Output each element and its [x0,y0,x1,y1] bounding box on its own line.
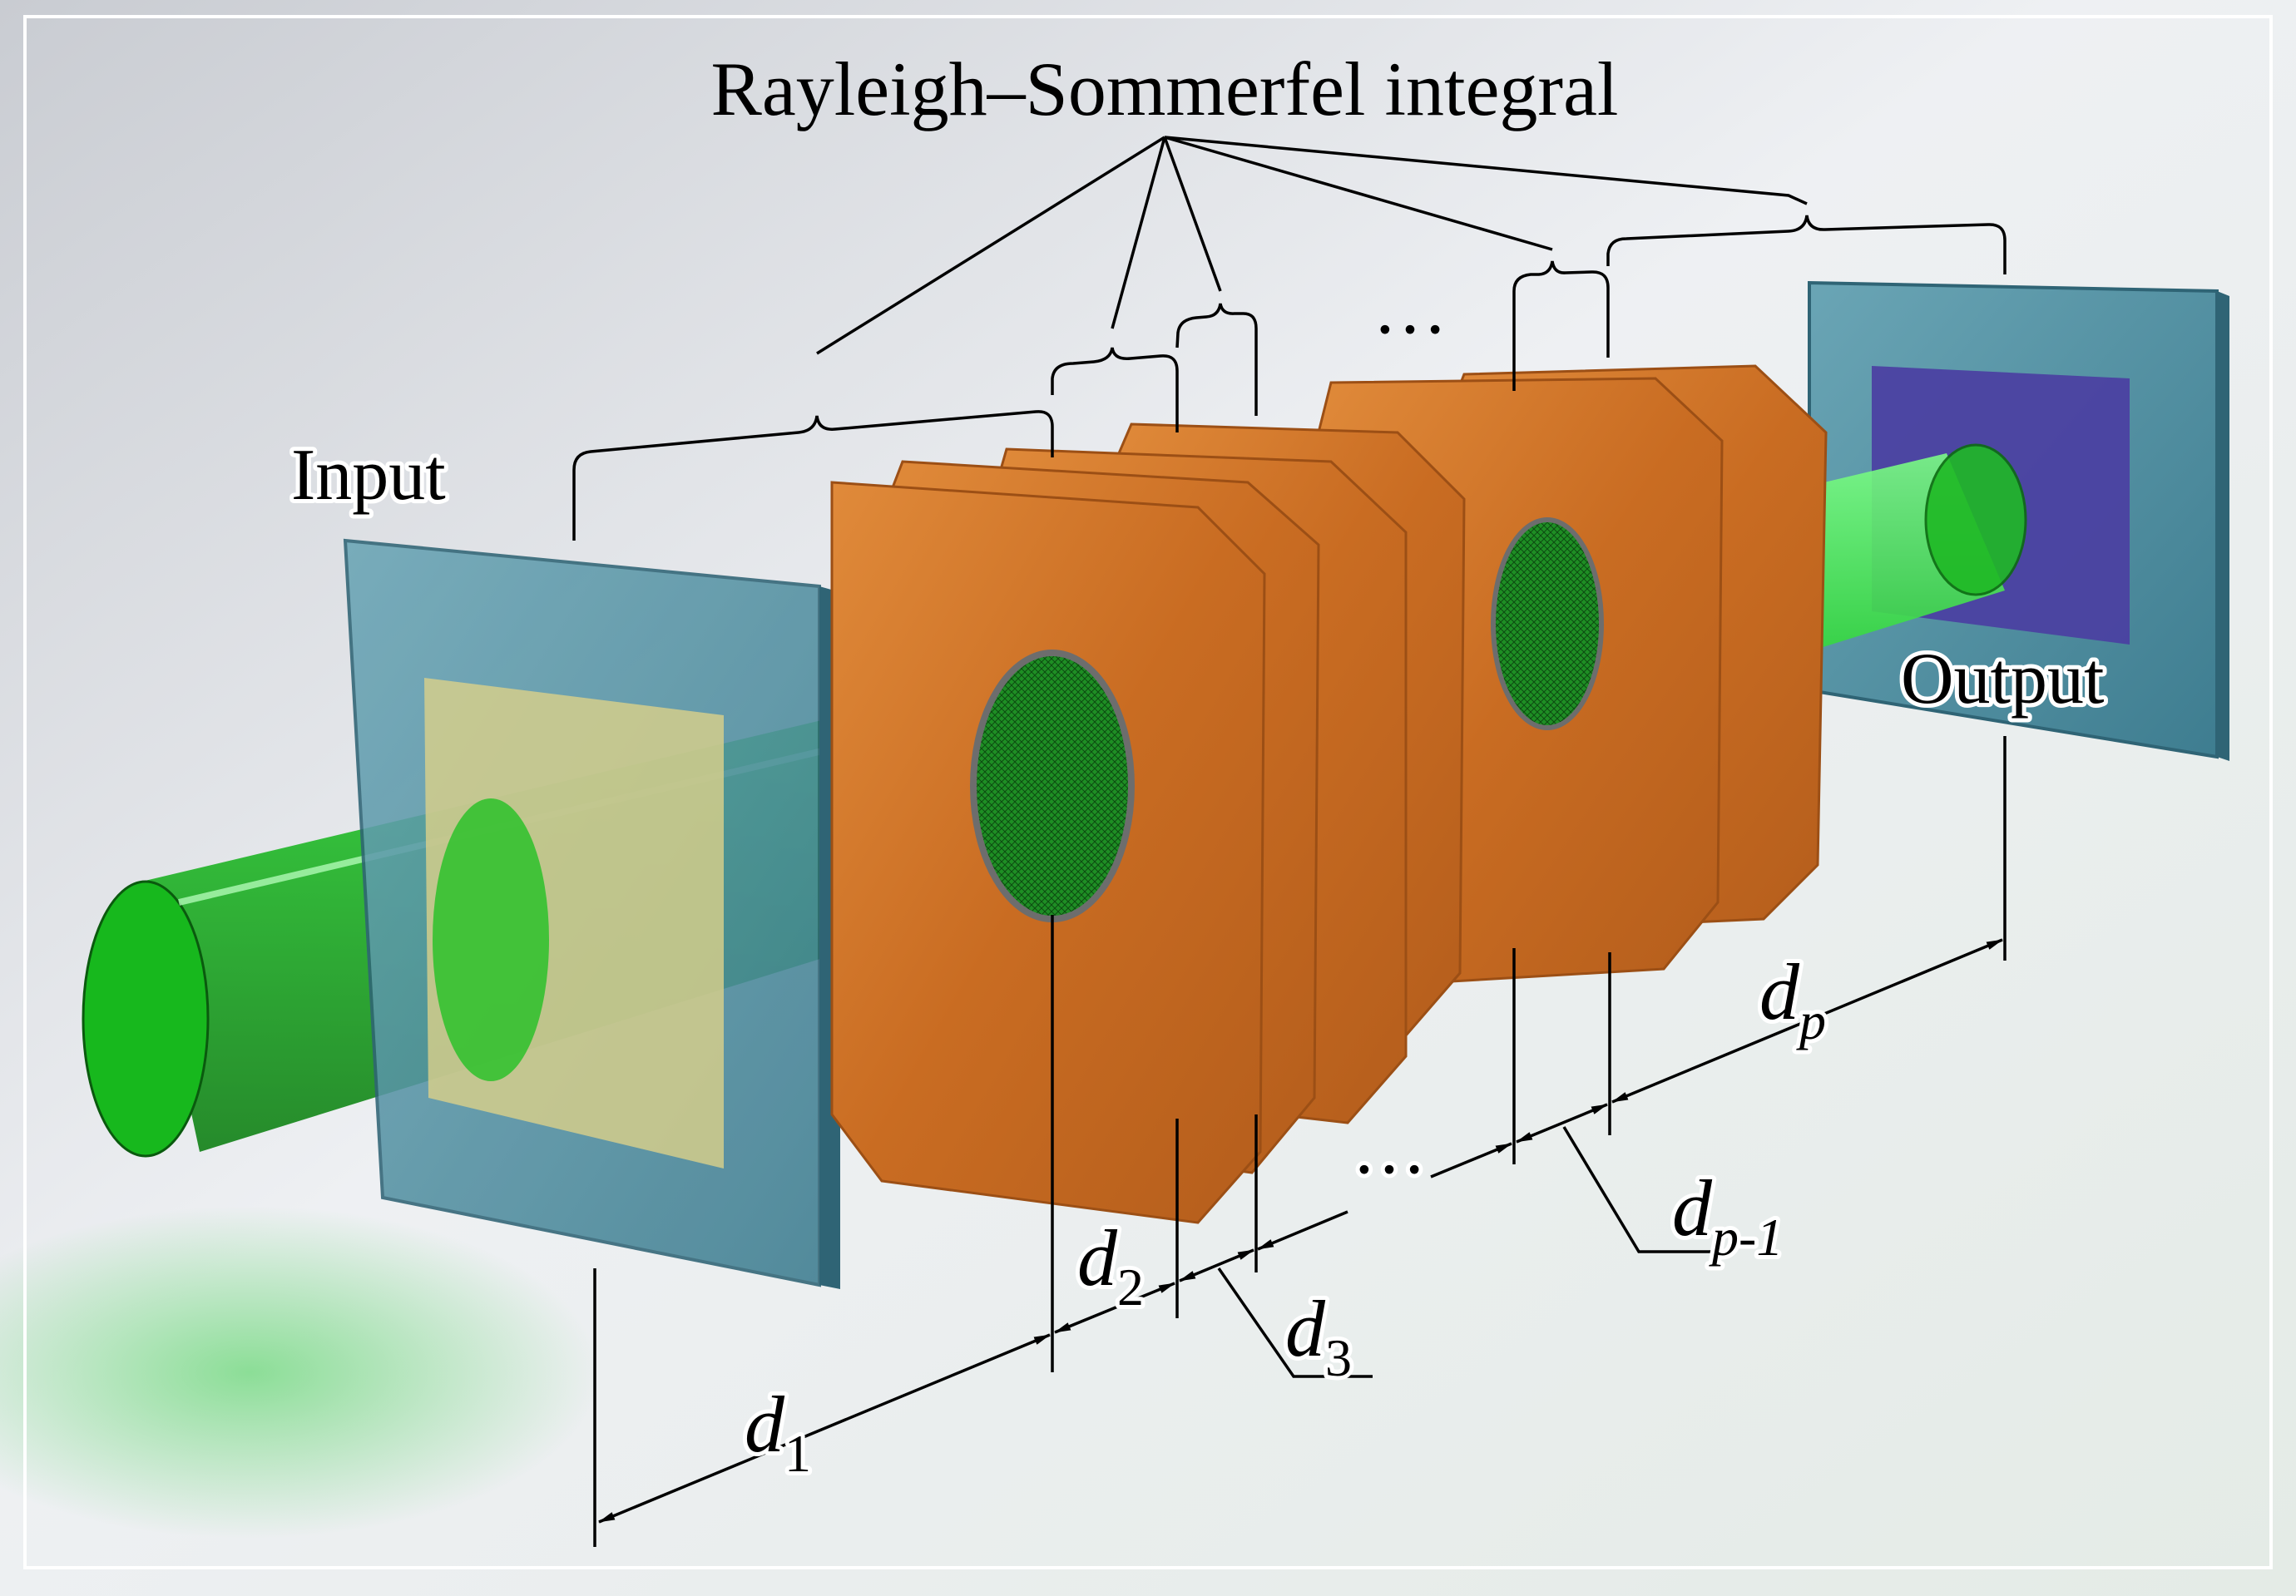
diagram-title: Rayleigh–Sommerfel integral [711,47,1619,131]
leader-lines [1217,1126,1730,1378]
beam-end-face [82,880,210,1158]
arrow-d3 [1179,1248,1254,1282]
diffractive-layer [830,481,1266,1224]
arrow-dp [1611,938,2003,1104]
distance-label-d3: d3 [1285,1284,1352,1387]
input-label: Input [291,435,446,516]
title-connectors [816,136,1808,355]
integral-brackets [572,215,2007,541]
distance-label-dp-1: dp-1 [1672,1164,1783,1267]
floor-glow [0,1206,599,1539]
arrow-dp-1 [1516,1103,1608,1144]
output-label: Output [1901,639,2104,719]
arrow-d2 [1054,1282,1175,1334]
dimension-arrows [598,938,2003,1524]
distance-label-d1: d1 [745,1380,811,1483]
ellipsis-top: … [1373,267,1447,349]
diffractive-pattern [1491,517,1604,730]
ellipsis-bottom: … [1352,1107,1427,1189]
image-border [23,15,2273,1569]
diffractive-pattern [970,650,1135,922]
extension-lines [593,736,2007,1547]
arrow-d1 [598,1333,1051,1524]
distance-label-dp: dp [1759,947,1826,1050]
input-plane [343,538,840,1289]
distance-label-d2: d2 [1077,1213,1144,1317]
